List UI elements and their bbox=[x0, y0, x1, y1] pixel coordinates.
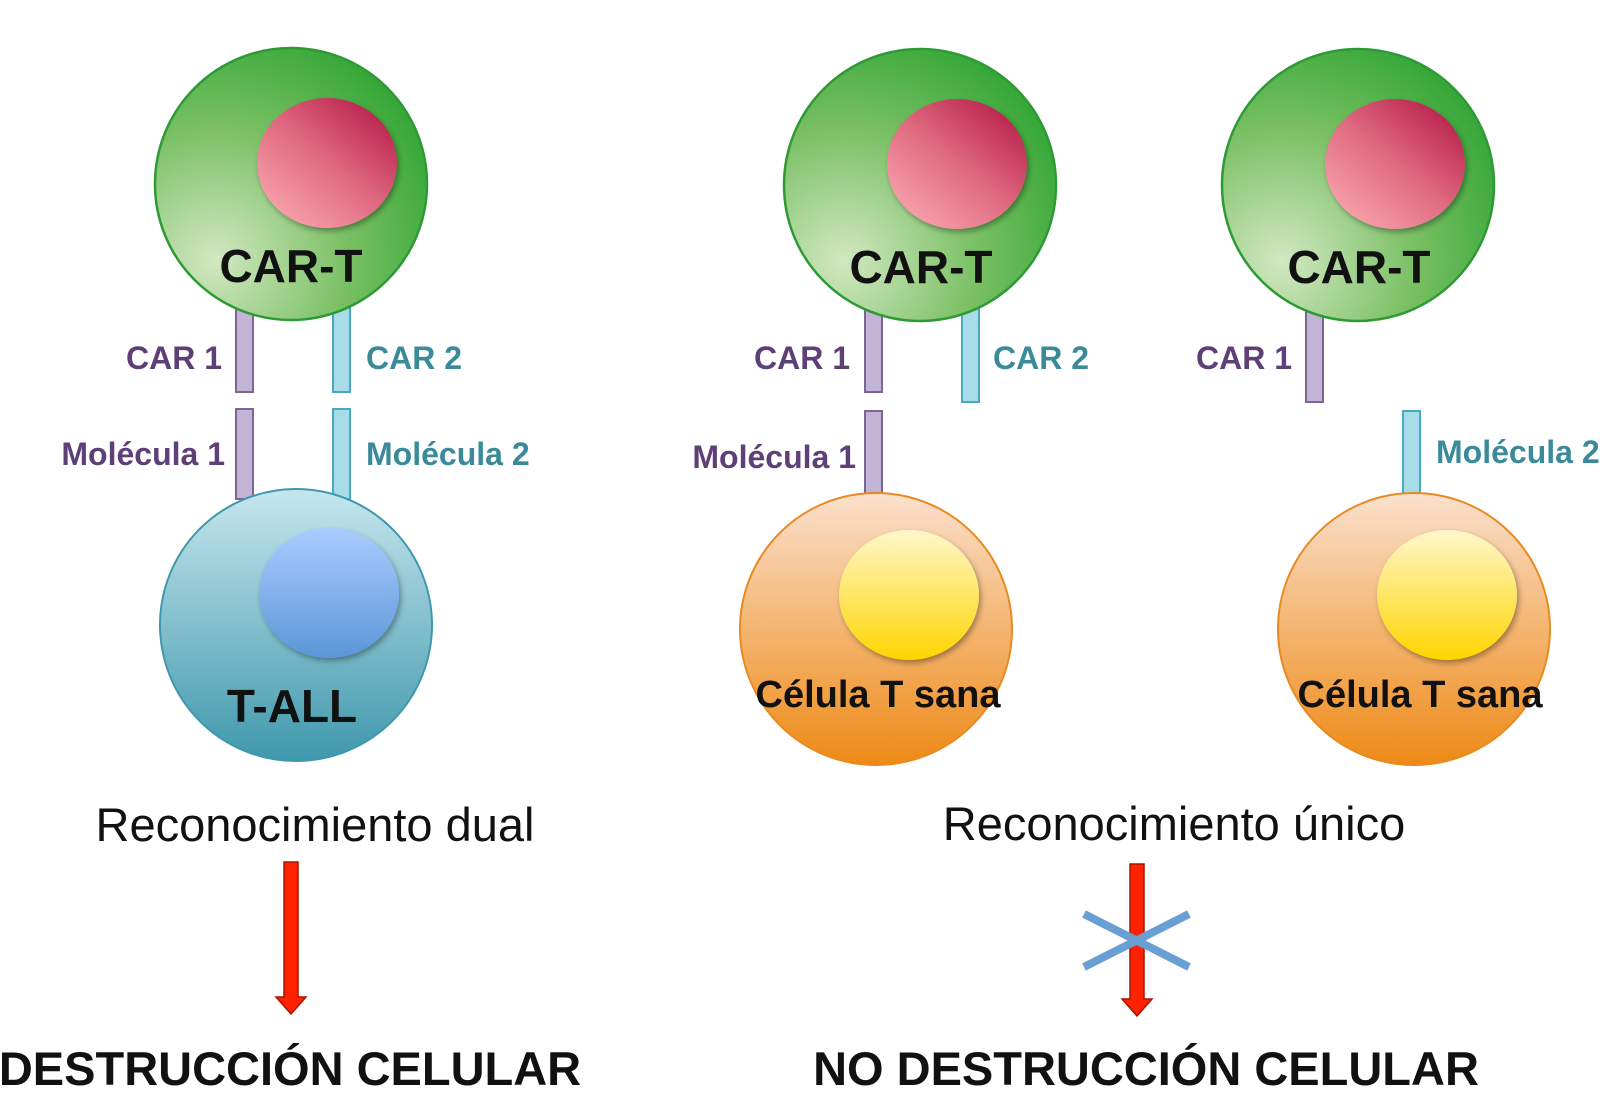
car-t-label-left: CAR-T bbox=[219, 240, 362, 292]
caption-dual: Reconocimiento dual bbox=[96, 798, 535, 851]
car-t-nucleus-right-a bbox=[887, 99, 1027, 229]
panel-single-recognition: CAR-T CAR-T Célula T sana Célula T sana … bbox=[692, 47, 1600, 1095]
car-t-label-right-a: CAR-T bbox=[849, 241, 992, 293]
outcome-destruction: DESTRUCCIÓN CELULAR bbox=[0, 1042, 581, 1095]
molecule1-left bbox=[235, 408, 254, 500]
car2-label-right-a: CAR 2 bbox=[993, 340, 1089, 376]
panel-dual-recognition: CAR-T T-ALL CAR 1 CAR 2 Molécula 1 Moléc… bbox=[0, 46, 581, 1095]
healthy-t-nucleus-b bbox=[1377, 530, 1517, 660]
molecule2-right bbox=[1402, 410, 1421, 502]
car-t-nucleus-left bbox=[257, 98, 397, 228]
molecule1-right bbox=[864, 410, 883, 502]
car2-label-left: CAR 2 bbox=[366, 340, 462, 376]
healthy-t-label-a: Célula T sana bbox=[756, 674, 1002, 716]
caption-single: Reconocimiento único bbox=[943, 797, 1405, 850]
healthy-t-label-b: Célula T sana bbox=[1298, 674, 1544, 716]
molecule2-left bbox=[332, 408, 351, 500]
healthy-t-nucleus-a bbox=[839, 530, 979, 660]
outcome-no-destruction: NO DESTRUCCIÓN CELULAR bbox=[813, 1042, 1479, 1095]
t-all-nucleus bbox=[259, 528, 399, 658]
car1-label-right-a: CAR 1 bbox=[754, 340, 850, 376]
cross-icon bbox=[1082, 910, 1191, 971]
molecule1-label-right: Molécula 1 bbox=[692, 439, 856, 475]
car-t-label-right-b: CAR-T bbox=[1287, 241, 1430, 293]
car-t-nucleus-right-b bbox=[1325, 99, 1465, 229]
car2-receptor-right-a bbox=[961, 299, 980, 403]
molecule1-label-left: Molécula 1 bbox=[61, 436, 225, 472]
car1-label-right-b: CAR 1 bbox=[1196, 340, 1292, 376]
arrow-down-icon bbox=[274, 861, 308, 1016]
molecule2-label-left: Molécula 2 bbox=[366, 436, 530, 472]
molecule2-label-right: Molécula 2 bbox=[1436, 434, 1600, 470]
car1-label-left: CAR 1 bbox=[126, 340, 222, 376]
t-all-label: T-ALL bbox=[227, 680, 357, 732]
